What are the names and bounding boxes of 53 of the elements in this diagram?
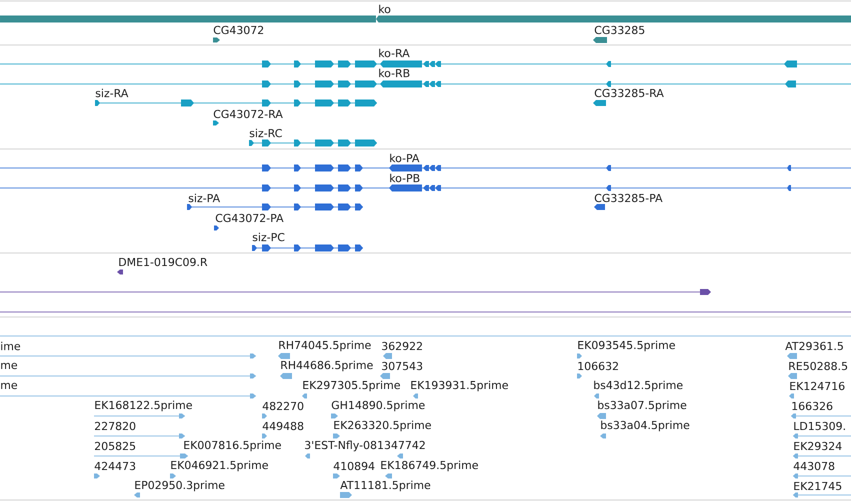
feature-label: bs33a04.5prime <box>601 420 690 432</box>
feature-label: ko <box>379 4 390 14</box>
feature-label: siz-RC <box>250 128 282 138</box>
feature-label: 443078 <box>794 462 834 470</box>
feature-label: DME1-019C09.R <box>119 258 208 266</box>
feature-label: 410894 <box>334 462 374 470</box>
feature-label: bs33a07.5prime <box>598 400 686 412</box>
feature-label: EK168122.5prime <box>95 400 192 412</box>
feature-label: EK093545.5prime <box>578 340 675 352</box>
feature-label: ime <box>1 342 20 350</box>
feature-label: AT11181.5prime <box>340 480 430 492</box>
feature-label: CG33285-PA <box>594 194 662 202</box>
feature-label: 205825 <box>95 442 136 450</box>
feature-label: CG33285 <box>594 26 644 34</box>
feature-label: ko-PB <box>390 174 420 182</box>
feature-label: 424473 <box>94 462 136 470</box>
feature-label: EK124716 <box>790 382 844 390</box>
feature-label: RH44686.5prime <box>281 360 373 372</box>
feature-label: EK29324 <box>794 442 842 450</box>
feature-label: siz-RA <box>96 88 128 98</box>
feature-label: 3'EST-Nfly-081347742 <box>305 440 425 452</box>
feature-label: 307543 <box>382 362 422 370</box>
feature-label: ko-PA <box>390 154 420 162</box>
feature-label: ko-RA <box>379 48 410 58</box>
feature-label: EP02950.3prime <box>135 480 224 492</box>
feature-label: 166326 <box>792 402 832 410</box>
feature-label: CG43072 <box>214 26 264 34</box>
feature-label: CG33285-RA <box>594 88 664 98</box>
feature-label: 449488 <box>262 422 304 430</box>
feature-label: me <box>1 382 18 390</box>
feature-label: EK186749.5prime <box>381 460 478 472</box>
feature-label: CG43072-RA <box>214 110 283 118</box>
feature-label: 482270 <box>262 402 304 410</box>
feature-label: RE50288.5 <box>789 362 848 370</box>
feature-label: EK21745 <box>794 482 842 490</box>
feature-label: siz-PA <box>188 194 220 202</box>
feature-label: bs43d12.5prime <box>594 380 682 392</box>
feature-label: EK297305.5prime <box>303 380 400 392</box>
feature-label: EK263320.5prime <box>334 420 431 432</box>
feature-label: 227820 <box>95 422 136 430</box>
feature-label: ko-RB <box>379 68 410 78</box>
feature-label: EK193931.5prime <box>411 380 508 392</box>
feature-label: LD15309. <box>794 422 845 430</box>
feature-label: me <box>1 362 18 370</box>
feature-label: AT29361.5 <box>785 342 843 350</box>
feature-label: RH74045.5prime <box>279 340 371 352</box>
feature-label: siz-PC <box>252 232 284 242</box>
feature-label: CG43072-PA <box>216 214 284 222</box>
feature-label: 106632 <box>578 362 618 370</box>
feature-label: EK007816.5prime <box>184 440 281 452</box>
feature-label: 362922 <box>382 342 422 350</box>
feature-label: GH14890.5prime <box>332 400 425 412</box>
feature-label: EK046921.5prime <box>171 460 268 472</box>
